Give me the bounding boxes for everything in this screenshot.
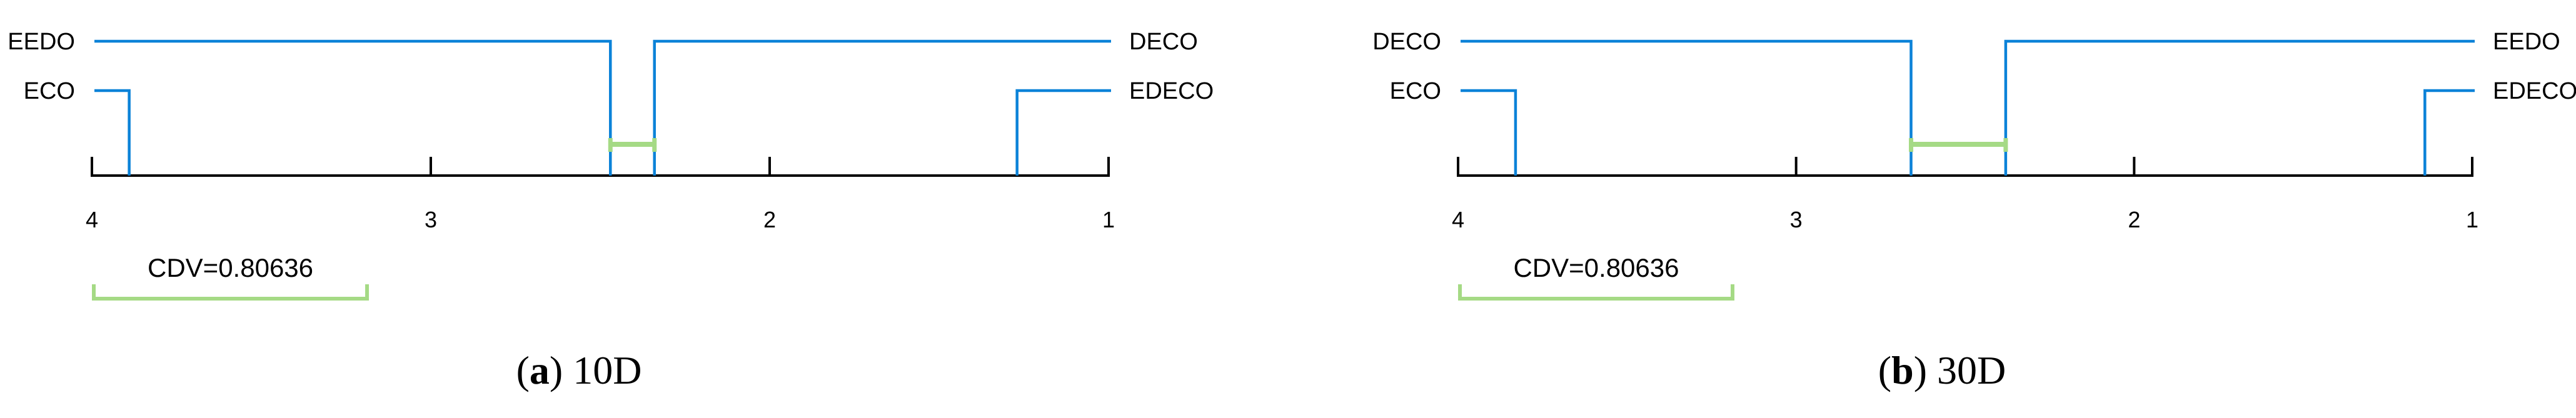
algorithm-label-deco-a: DECO (1129, 29, 1198, 55)
axis-tick-label-1-a: 1 (1102, 207, 1115, 232)
algorithm-line-deco-b (1461, 39, 1913, 176)
axis-tick-label-4-b: 4 (1452, 207, 1464, 232)
algorithm-label-deco-b: DECO (1372, 29, 1441, 55)
caption-paren-open: ( (1878, 348, 1892, 392)
cdv-label-a: CDV=0.80636 (148, 253, 313, 282)
algorithm-line-edeco-b (2423, 89, 2475, 176)
algorithm-line-eco-b (1461, 89, 1517, 176)
cdv-label-b: CDV=0.80636 (1513, 253, 1679, 282)
algorithm-label-eedo-b: EEDO (2493, 29, 2560, 55)
algorithm-line-deco-a (653, 39, 1111, 176)
cdv-bracket-b (1458, 284, 1734, 301)
algorithm-line-eedo-a (94, 39, 612, 176)
caption-panel-b: (b) 30D (1878, 347, 2006, 394)
axis-tick-label-2-b: 2 (2128, 207, 2140, 232)
axis-tick-label-3-a: 3 (425, 207, 437, 232)
caption-paren-open: ( (516, 348, 530, 392)
caption-panel-a: (a) 10D (516, 347, 642, 394)
algorithm-label-eedo-a: EEDO (8, 29, 75, 55)
axis-tick-label-2-a: 2 (763, 207, 776, 232)
algorithm-label-eco-b: ECO (1390, 78, 1441, 104)
axis-tick-label-1-b: 1 (2466, 207, 2478, 232)
algorithm-line-eco-a (94, 89, 131, 176)
algorithm-label-eco-a: ECO (24, 78, 75, 104)
algorithm-label-edeco-b: EDECO (2493, 78, 2576, 104)
axis-tick-label-3-b: 3 (1790, 207, 1803, 232)
caption-letter: a (529, 348, 550, 392)
caption-letter: b (1891, 348, 1914, 392)
cdv-bracket-a (92, 284, 370, 301)
caption-text: ) 30D (1913, 348, 2006, 392)
axis-tick-label-4-a: 4 (86, 207, 98, 232)
algorithm-line-eedo-b (2004, 39, 2475, 176)
caption-text: ) 10D (549, 348, 642, 392)
algorithm-line-edeco-a (1015, 89, 1111, 176)
algorithm-label-edeco-a: EDECO (1129, 78, 1214, 104)
